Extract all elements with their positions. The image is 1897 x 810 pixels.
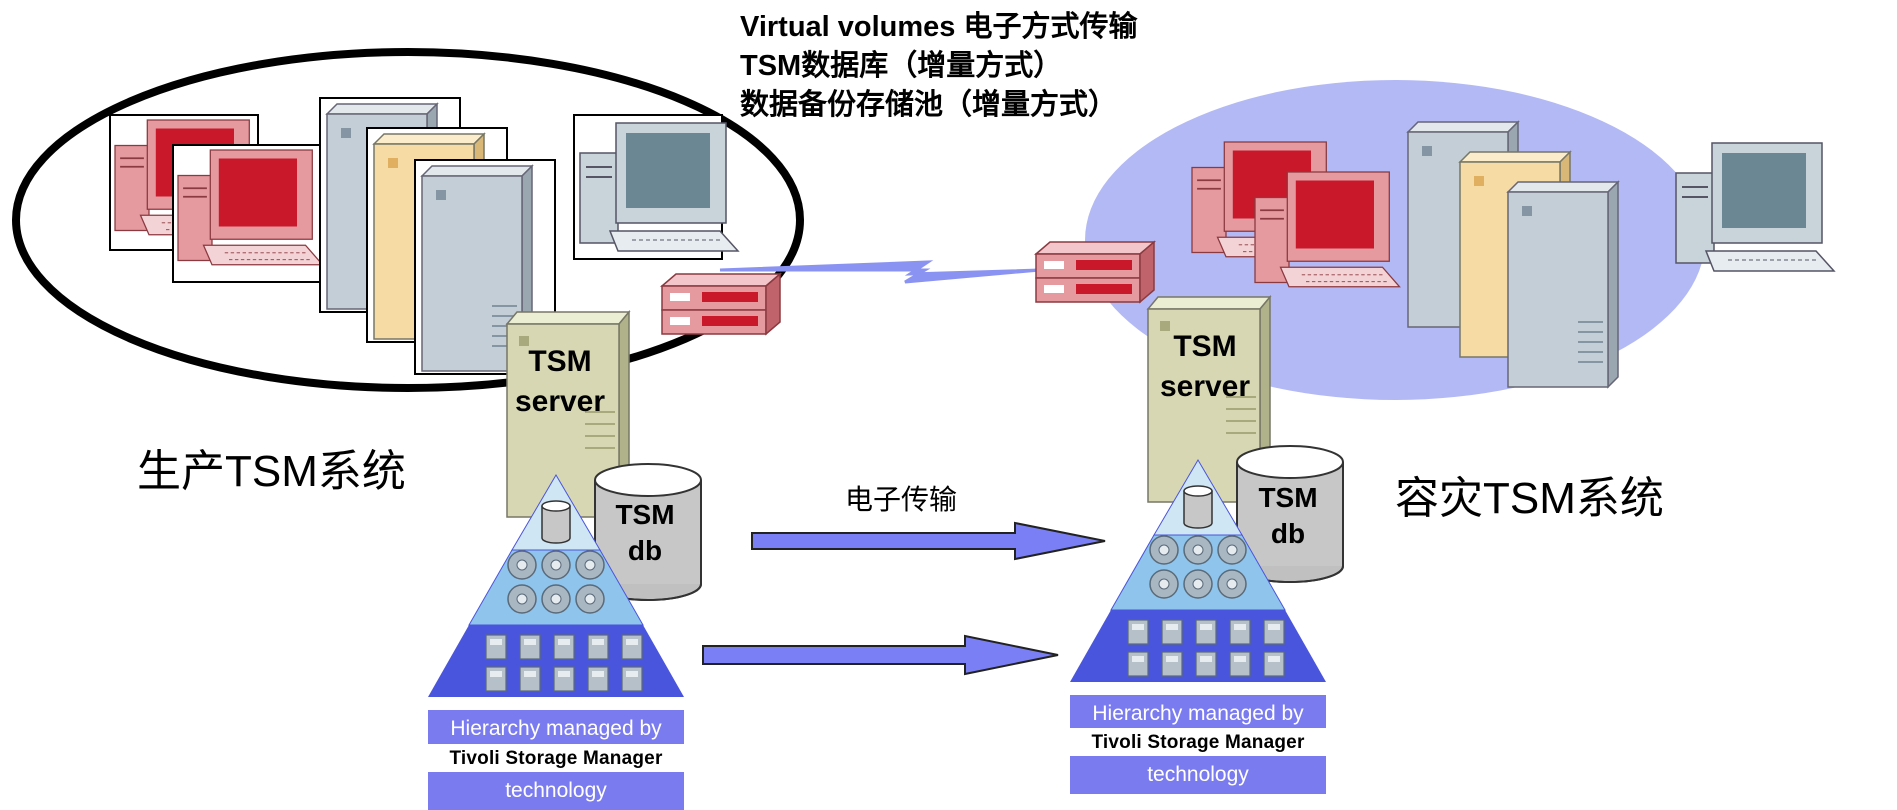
production-tsm-server-label: TSM server: [514, 345, 606, 418]
transfer-arrow-pool: [702, 634, 1059, 676]
production-band-bottom: technology: [428, 772, 684, 810]
production-site-oval: [12, 48, 804, 392]
production-pc-3: [573, 114, 739, 260]
production-router: [661, 273, 781, 335]
production-pc-2: [172, 144, 324, 283]
dr-band-mid: Tivoli Storage Manager: [1070, 728, 1326, 758]
production-tsm-db-label: TSM db: [615, 499, 675, 566]
transfer-notes: Virtual volumes 电子方式传输 TSM数据库（增量方式） 数据备份…: [740, 8, 1138, 125]
production-band-top: Hierarchy managed by: [428, 710, 684, 748]
production-band-mid: Tivoli Storage Manager: [428, 744, 684, 774]
note-line-2: TSM数据库（增量方式）: [740, 50, 1063, 82]
dr-server-3: [1507, 181, 1619, 388]
dr-tsm-server-label: TSM server: [1159, 330, 1251, 403]
dr-band-bottom: technology: [1070, 756, 1326, 794]
note-line-1: Virtual volumes 电子方式传输: [740, 11, 1138, 43]
dr-router: [1035, 241, 1155, 303]
transfer-label: 电子传输: [845, 484, 958, 515]
dr-band-top: Hierarchy managed by: [1070, 695, 1326, 733]
transfer-arrow-db: [751, 521, 1106, 561]
note-line-3: 数据备份存储池（增量方式）: [740, 89, 1118, 121]
dr-pc-3: [1675, 142, 1835, 272]
dr-tsm-db-label: TSM db: [1258, 482, 1318, 549]
production-site-label: 生产TSM系统: [137, 447, 406, 496]
dr-site-label: 容灾TSM系统: [1395, 474, 1664, 523]
